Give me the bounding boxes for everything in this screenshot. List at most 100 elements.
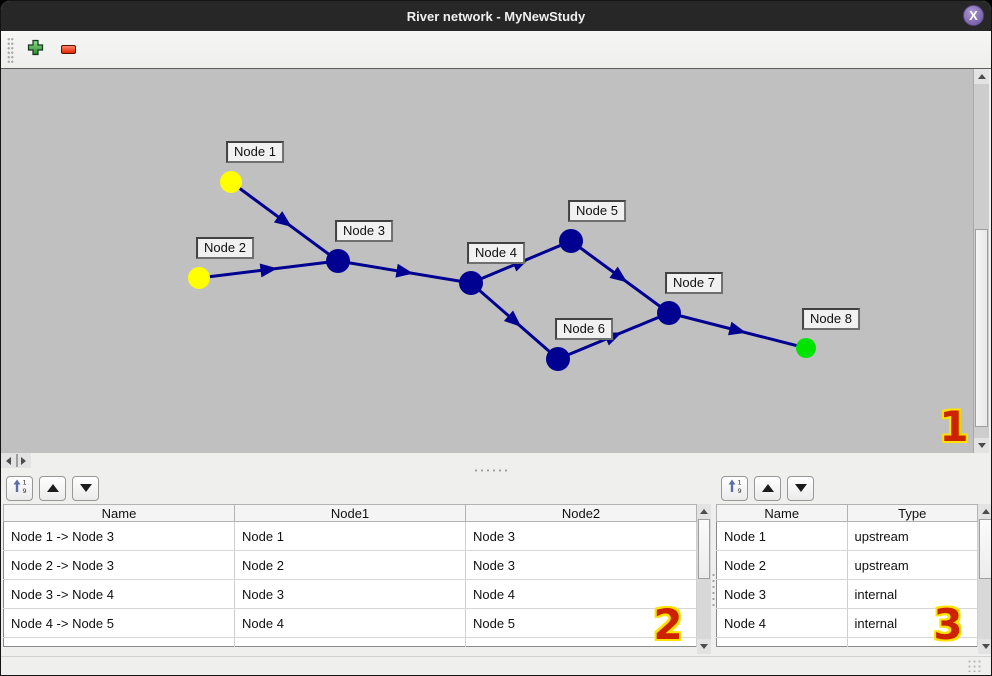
scrollbar-thumb[interactable] [975, 229, 988, 428]
scroll-up-button[interactable] [978, 504, 991, 519]
node-label[interactable]: Node 2 [196, 237, 254, 259]
graph-node[interactable] [220, 171, 242, 193]
add-node-button[interactable] [23, 38, 47, 62]
table-cell[interactable]: Node 3 [465, 521, 697, 551]
scrollbar-thumb[interactable] [979, 519, 991, 579]
table-cell[interactable]: upstream [847, 550, 978, 580]
table-cell[interactable]: Node 2 [716, 550, 848, 580]
scroll-up-button[interactable] [974, 69, 989, 84]
table-cell[interactable]: Node 1 [716, 521, 848, 551]
scroll-left-button[interactable] [1, 453, 16, 468]
graph-node[interactable] [657, 301, 681, 325]
toolbar-drag-handle[interactable] [7, 36, 14, 63]
table-cell[interactable]: Node 4 -> Node 5 [3, 608, 235, 638]
links-table-scrollbar[interactable] [697, 504, 711, 654]
move-up-button[interactable] [754, 475, 781, 501]
arrow-up-icon [977, 74, 986, 79]
sort-ascending-icon: 1 9 [727, 478, 743, 499]
graph-node[interactable] [546, 347, 570, 371]
scrollbar-track[interactable] [697, 519, 711, 639]
move-up-button[interactable] [39, 475, 66, 501]
table-cell[interactable]: internal [847, 579, 978, 609]
som-mark-3: 3 [933, 600, 963, 649]
scroll-down-button[interactable] [974, 438, 989, 453]
table-cell[interactable]: Node 4 [465, 579, 697, 609]
column-header[interactable]: Name [3, 504, 235, 522]
graph-node[interactable] [188, 267, 210, 289]
table-cell[interactable]: Node 4 [234, 608, 466, 638]
river-network-canvas[interactable]: Node 1 Node 2 Node 3 Node 4 Node 5 Node 6 Node… [1, 69, 974, 453]
horizontal-splitter[interactable] [1, 468, 991, 472]
table-cell[interactable]: upstream [847, 521, 978, 551]
table-cell [234, 637, 466, 647]
table-cell[interactable]: Node 3 -> Node 4 [3, 579, 235, 609]
node-label[interactable]: Node 7 [665, 272, 723, 294]
node-label[interactable]: Node 1 [226, 141, 284, 163]
scroll-down-button[interactable] [978, 639, 991, 654]
graph-node[interactable] [559, 229, 583, 253]
table-cell[interactable]: Node 3 [716, 579, 848, 609]
resize-grip-icon[interactable] [967, 659, 982, 672]
column-header[interactable]: Name [716, 504, 848, 522]
vertical-splitter[interactable] [711, 472, 716, 656]
node-label[interactable]: Node 4 [467, 242, 525, 264]
sort-button[interactable]: 1 9 [6, 475, 33, 501]
column-header[interactable]: Type [846, 504, 978, 522]
arrow-up-icon [700, 509, 708, 514]
graph-node[interactable] [796, 338, 816, 358]
scroll-up-button[interactable] [697, 504, 711, 519]
node-label[interactable]: Node 5 [568, 200, 626, 222]
column-header[interactable]: Node2 [465, 504, 697, 522]
triangle-down-icon [794, 484, 807, 492]
nodes-table-scrollbar[interactable] [978, 504, 991, 654]
move-down-button[interactable] [72, 475, 99, 501]
graph-node[interactable] [326, 249, 350, 273]
table-cell[interactable]: Node 1 -> Node 3 [3, 521, 235, 551]
canvas-vertical-scrollbar[interactable] [974, 69, 989, 453]
table-cell[interactable]: internal [847, 608, 978, 638]
column-header[interactable]: Node1 [234, 504, 466, 522]
scrollbar-track[interactable] [974, 84, 989, 438]
scrollbar-thumb[interactable] [16, 454, 18, 467]
title-bar[interactable]: River network - MyNewStudy X [1, 1, 991, 31]
node-label[interactable]: Node 8 [802, 308, 860, 330]
edge-arrow-icon [273, 211, 292, 227]
table-cell[interactable]: Node 2 [234, 550, 466, 580]
node-label[interactable]: Node 6 [555, 318, 613, 340]
minus-icon [60, 45, 76, 54]
remove-node-button[interactable] [56, 38, 80, 62]
graph-node[interactable] [459, 271, 483, 295]
canvas-hscroll-row [1, 453, 991, 468]
table-cell[interactable]: Node 2 -> Node 3 [3, 550, 235, 580]
sort-button[interactable]: 1 9 [721, 475, 748, 501]
scrollbar-thumb[interactable] [698, 519, 710, 579]
scroll-right-button[interactable] [16, 453, 31, 468]
edge-arrow-icon [728, 321, 747, 336]
close-button[interactable]: X [963, 5, 984, 26]
canvas-horizontal-scrollbar[interactable] [1, 453, 31, 468]
table-cell[interactable]: Node 4 [716, 608, 848, 638]
move-down-button[interactable] [787, 475, 814, 501]
table-cell[interactable]: Node 5 [465, 608, 697, 638]
scrollbar-track[interactable] [978, 519, 991, 639]
table-cell[interactable]: Node 1 [234, 521, 466, 551]
node-label[interactable]: Node 3 [335, 220, 393, 242]
table-cell[interactable]: Node 3 [465, 550, 697, 580]
table-cell[interactable]: Node 3 [234, 579, 466, 609]
scroll-down-button[interactable] [697, 639, 711, 654]
